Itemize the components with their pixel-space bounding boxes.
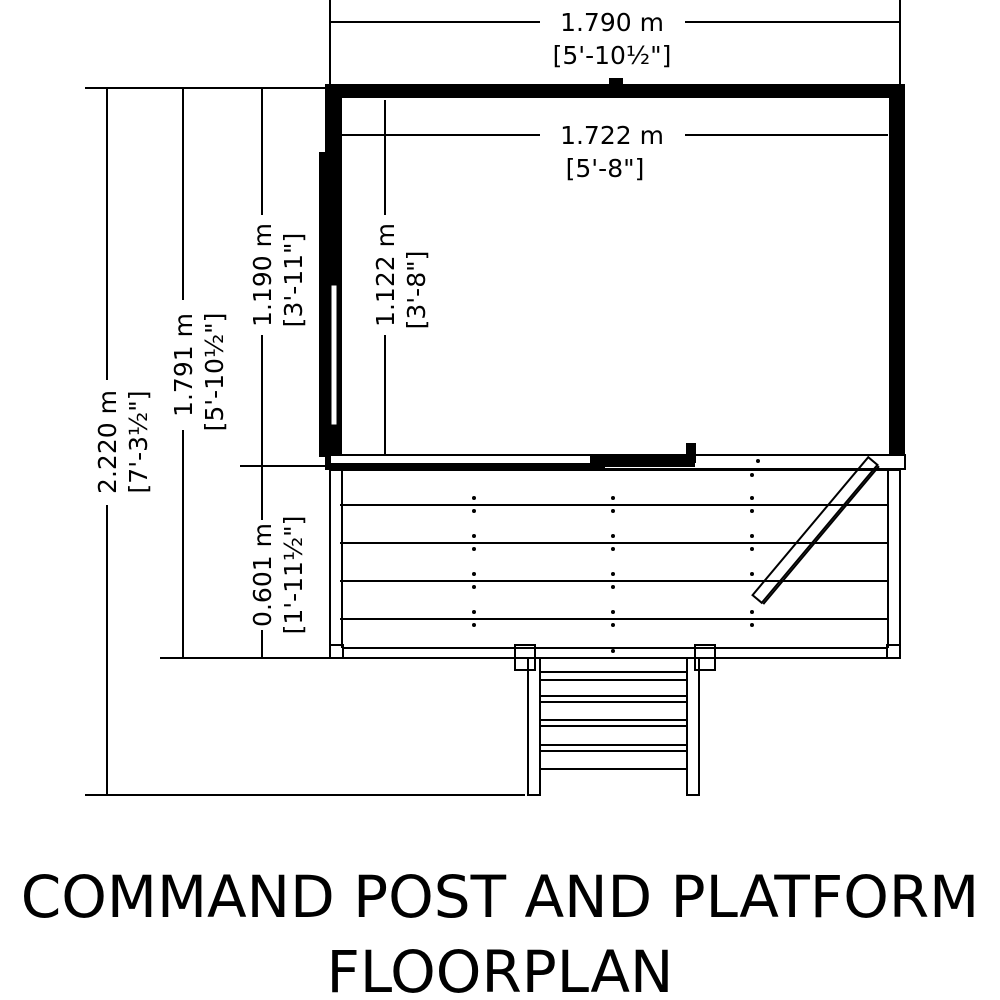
building-depth-metric: 1.190 m [248,223,277,327]
building-walls [319,78,906,470]
deck-depth-metric: 0.601 m [248,523,277,627]
door [590,455,695,467]
deck-depth-imperial: [1'-11½"] [279,516,308,635]
internal-width-metric: 1.722 m [560,121,664,150]
overall-depth-imperial: [7'-3½"] [124,391,153,494]
building-depth-imperial: [3'-11"] [279,233,308,328]
dimension-lines [85,0,901,796]
deck-fixings [472,459,760,653]
steps [527,657,700,796]
platform-deck [329,455,901,671]
internal-depth-imperial: [3'-8"] [402,251,431,330]
overall-width-imperial: [5'-10½"] [553,41,672,70]
internal-depth-metric: 1.122 m [371,223,400,327]
title-line-2: FLOORPLAN [327,938,674,1000]
overall-depth-metric: 2.220 m [93,390,122,494]
building-plus-deck-depth-metric: 1.791 m [169,313,198,417]
overall-width-metric: 1.790 m [560,8,664,37]
building-plus-deck-depth-imperial: [5'-10½"] [200,313,229,432]
internal-width-imperial: [5'-8"] [566,154,645,183]
title-line-1: COMMAND POST AND PLATFORM [21,863,979,931]
